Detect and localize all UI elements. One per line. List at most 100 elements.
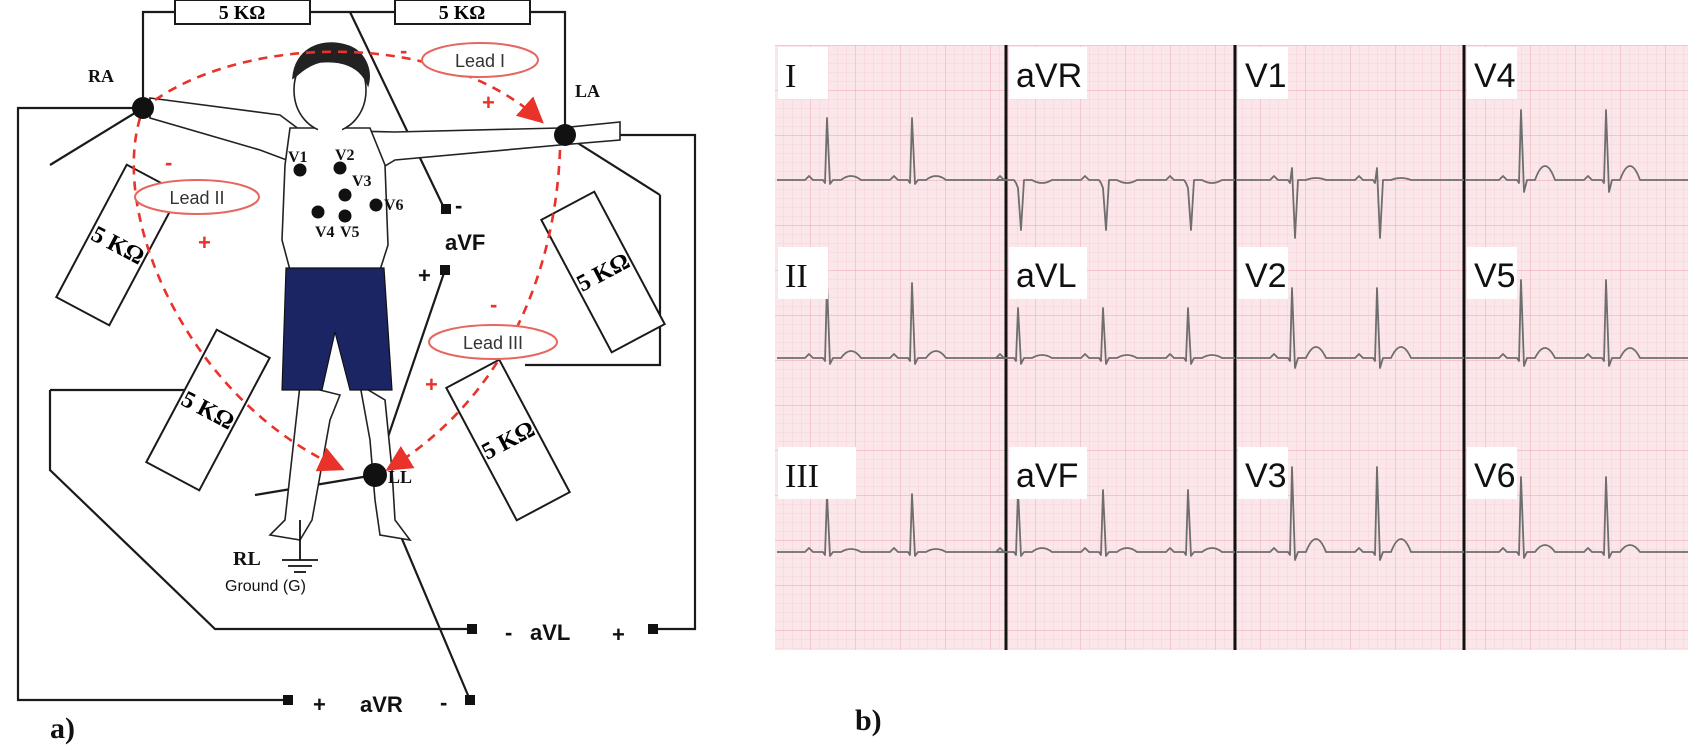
svg-text:+: +: [313, 692, 326, 717]
label-avr: aVR: [360, 692, 403, 717]
lead-i-arc: [154, 50, 544, 124]
ecg-trace-v5: [1466, 279, 1688, 367]
svg-text:-: -: [490, 292, 497, 317]
chest-electrode-labels: V1 V2 V3 V4 V5 V6: [288, 147, 404, 241]
chest-label-v2: V2: [335, 147, 355, 164]
lead-label-box-v2: [1238, 247, 1288, 299]
ecg-trace-avr: [995, 175, 1235, 231]
svg-text:Lead II: Lead II: [169, 188, 224, 208]
lead-label-box-avr: [1009, 47, 1087, 99]
ecg-trace-v6: [1466, 476, 1688, 559]
lead-label-avl: aVL: [1016, 257, 1077, 295]
lead-label-v2: V2: [1245, 257, 1287, 295]
svg-text:+: +: [612, 622, 625, 647]
svg-text:+: +: [482, 90, 495, 115]
lead-label-avr: aVR: [1016, 57, 1082, 95]
chest-label-v6: V6: [384, 197, 404, 214]
chest-electrodes: [293, 161, 383, 223]
label-ground: Ground (G): [225, 578, 306, 595]
human-figure: [149, 42, 621, 542]
lead-label-v6: V6: [1474, 457, 1516, 495]
chest-label-v4: V4: [315, 224, 335, 241]
limb-electrodes: [132, 97, 576, 487]
svg-text:-: -: [455, 193, 462, 218]
ecg-trace-v3: [1237, 466, 1464, 561]
lead-label-box-avl: [1009, 247, 1087, 299]
ecg-trace-avl: [995, 307, 1235, 365]
resistor-top-left: 5 KΩ: [174, 0, 311, 25]
einthoven-triangle: [132, 50, 562, 472]
shorts: [281, 267, 393, 391]
chest-label-v1: V1: [288, 149, 308, 166]
ecg-trace-i: [777, 117, 1006, 185]
resistor-right-lower: 5 KΩ: [444, 358, 572, 522]
column-dividers: [1004, 45, 1466, 650]
lead-label-box-v4: [1467, 47, 1517, 99]
label-ra: RA: [88, 66, 114, 86]
lead-label-i: I: [785, 58, 796, 95]
label-la: LA: [575, 81, 600, 101]
lead-label-box-i: [778, 47, 828, 99]
ecg-grid: [775, 45, 1688, 650]
ecg-trace-v4: [1466, 109, 1688, 193]
ecg-trace-v2: [1237, 287, 1464, 369]
label-avl: aVL: [530, 620, 570, 645]
svg-text:-: -: [400, 38, 407, 63]
label-avf: aVF: [445, 230, 485, 255]
svg-text:-: -: [165, 150, 172, 175]
lead-label-box-v6: [1467, 447, 1517, 499]
ecg-trace-ii: [777, 282, 1006, 365]
lead-label-avf: aVF: [1016, 457, 1078, 495]
chest-label-v5: V5: [340, 224, 360, 241]
svg-text:+: +: [425, 372, 438, 397]
lead-label-box-v1: [1238, 47, 1288, 99]
lead-label-v5: V5: [1474, 257, 1516, 295]
electrode-labels: RA LA LL RL: [88, 66, 600, 570]
resistor-top-right: 5 KΩ: [394, 0, 531, 25]
ecg-trace-v1: [1237, 167, 1464, 239]
panel-a-lead-diagram: 5 KΩ 5 KΩ 5 KΩ 5 KΩ 5 KΩ 5 KΩ: [16, 0, 697, 745]
lead-label-box-ii: [778, 247, 828, 299]
lead-iii-tag: Lead III: [428, 324, 558, 360]
svg-text:Lead III: Lead III: [463, 333, 523, 353]
ecg-trace-iii: [777, 493, 1006, 557]
lead-polarity-signs: - + - + - +: [165, 38, 497, 397]
lead-label-v1: V1: [1245, 57, 1287, 95]
terminals: [283, 204, 658, 705]
lead-iii-arc: [385, 149, 562, 471]
svg-text:+: +: [418, 263, 431, 288]
label-ll: LL: [388, 467, 412, 487]
resistor-left-lower: 5 KΩ: [144, 328, 272, 492]
lead-ii-tag: Lead II: [134, 179, 260, 215]
panel-b-label: b): [855, 704, 882, 737]
svg-text:-: -: [505, 620, 512, 645]
electrode-la: [554, 124, 576, 146]
lead-i-tag: Lead I: [421, 42, 539, 78]
lead-label-ii: II: [785, 258, 808, 295]
electrode-ra: [132, 97, 154, 119]
svg-text:+: +: [198, 230, 211, 255]
lead-label-box-v3: [1238, 447, 1288, 499]
lead-label-box-v5: [1467, 247, 1517, 299]
resistor-right-upper: 5 KΩ: [539, 190, 667, 354]
lead-ii-arc: [132, 117, 345, 472]
ground-icon: [282, 520, 318, 573]
svg-text:-: -: [440, 690, 447, 715]
lead-label-iii: III: [785, 458, 819, 495]
lead-label-v3: V3: [1245, 457, 1287, 495]
lead-label-box-iii: [778, 447, 856, 499]
electrode-ll: [363, 463, 387, 487]
svg-text:Lead I: Lead I: [455, 51, 505, 71]
resistor-label: 5 KΩ: [439, 2, 486, 24]
panel-a-label: a): [50, 712, 75, 745]
chest-label-v3: V3: [352, 173, 372, 190]
ecg-traces: [777, 109, 1688, 561]
lead-label-v4: V4: [1474, 57, 1516, 95]
ecg-trace-avf: [995, 489, 1235, 557]
label-rl: RL: [233, 548, 261, 570]
augmented-lead-labels: - aVF + - aVL + + aVR -: [313, 193, 625, 717]
lead-label-box-avf: [1009, 447, 1087, 499]
